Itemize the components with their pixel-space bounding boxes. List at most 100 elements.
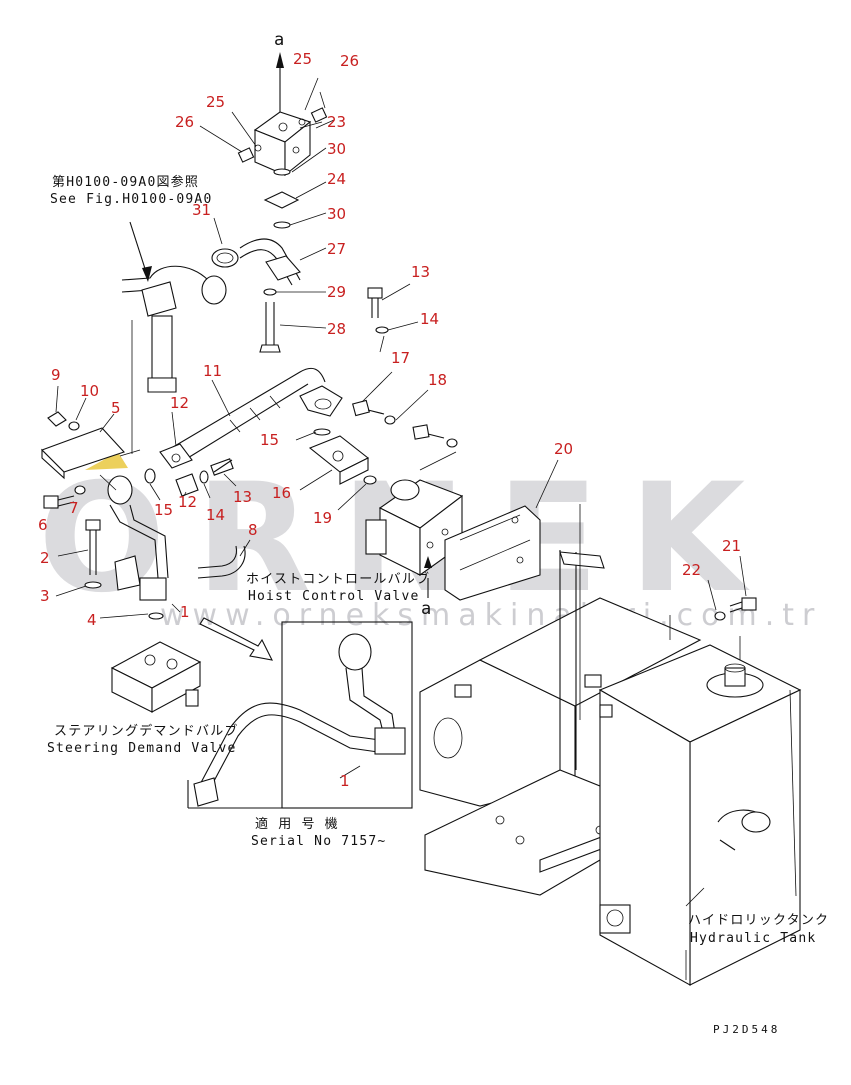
serial-label-jp: 適 用 号 機 <box>255 816 339 832</box>
callout-7: 7 <box>69 499 79 517</box>
arrow-a-top-label: a <box>274 30 285 50</box>
watermark-logo-mark <box>85 452 128 470</box>
callout-12-lower: 12 <box>178 493 197 511</box>
washer-14-upper <box>375 326 389 334</box>
serial-inset <box>187 621 413 809</box>
split-flange-12-lower <box>175 473 199 497</box>
washer-3 <box>84 581 102 589</box>
bolt-18 <box>412 424 458 448</box>
washer-29 <box>263 288 277 296</box>
hoist-label-en: Hoist Control Valve <box>248 589 420 604</box>
pipe-27 <box>239 238 301 286</box>
o-ring-30-lower <box>273 221 291 229</box>
callout-16: 16 <box>272 484 291 502</box>
arrow-a-bottom-head <box>424 556 432 568</box>
callout-20: 20 <box>554 440 573 458</box>
flange-24 <box>263 191 300 209</box>
hoist-label-jp: ホイストコントロールバルブ <box>246 571 430 587</box>
steering-demand-valve <box>110 641 202 713</box>
callout-17: 17 <box>391 349 410 367</box>
callout-22: 22 <box>682 561 701 579</box>
tank-label-jp: ハイドロリックタンク <box>688 913 829 928</box>
callout-14-lower: 14 <box>206 506 225 524</box>
nut-9 <box>47 411 67 427</box>
watermark-url: www.orneksmakinalari.com.tr <box>160 598 822 633</box>
steer-label-en: Steering Demand Valve <box>47 741 237 756</box>
callout-1-main: 1 <box>180 603 190 621</box>
inset-arrow <box>199 617 273 661</box>
callout-9: 9 <box>51 366 61 384</box>
bracket-20 <box>444 505 541 601</box>
ref-label-en: See Fig.H0100-09A0 <box>50 192 212 207</box>
leader-lines <box>55 119 797 980</box>
arrow-a-bottom-label: a <box>421 599 432 619</box>
callout-27: 27 <box>327 240 346 258</box>
hose-8 <box>197 545 246 579</box>
callout-14-upper: 14 <box>420 310 439 328</box>
drawing-code: PJ2D548 <box>713 1023 780 1036</box>
callout-15-left: 15 <box>154 501 173 519</box>
steer-label-jp: ステアリングデマンドバルブ <box>54 723 239 739</box>
callout-11: 11 <box>203 362 222 380</box>
callout-23: 23 <box>327 113 346 131</box>
callout-31: 31 <box>192 201 211 219</box>
callout-21: 21 <box>722 537 741 555</box>
callout-13-upper: 13 <box>411 263 430 281</box>
hose-11 <box>167 367 343 465</box>
callout-2: 2 <box>40 549 50 567</box>
callout-29: 29 <box>327 283 346 301</box>
text-labels: 第H0100-09A0図参照 See Fig.H0100-09A0 ホイストコン… <box>47 30 829 1036</box>
callout-26-left: 26 <box>175 113 194 131</box>
washer-22 <box>714 611 726 621</box>
callout-6: 6 <box>38 516 48 534</box>
callout-15-right: 15 <box>260 431 279 449</box>
o-ring-19 <box>363 475 377 485</box>
callout-30-lower: 30 <box>327 205 346 223</box>
bolt-28 <box>259 302 281 353</box>
callout-10: 10 <box>80 382 99 400</box>
top-manifold-block <box>253 111 312 177</box>
callout-12-upper: 12 <box>170 394 189 412</box>
bolt-13-upper <box>367 287 383 318</box>
bracket-5 <box>41 427 125 480</box>
o-ring-15-right <box>313 428 331 436</box>
o-ring-4 <box>148 612 164 620</box>
bolt-21 <box>729 597 757 613</box>
tank-label-en: Hydraulic Tank <box>690 931 816 946</box>
arrow-a-top-head <box>276 52 284 68</box>
washer-14-lower <box>199 470 209 484</box>
bolt-13-lower <box>210 458 234 476</box>
split-flange-12-upper <box>159 443 193 469</box>
fitting-25-26-left <box>237 144 262 163</box>
callout-25-left: 25 <box>206 93 225 111</box>
pipe-left-reference <box>121 265 227 393</box>
callout-8: 8 <box>248 521 258 539</box>
callout-19: 19 <box>313 509 332 527</box>
callout-26-top: 26 <box>340 52 359 70</box>
o-ring-15-left <box>144 468 156 484</box>
washer-7 <box>74 485 86 495</box>
callout-1-inset: 1 <box>340 772 350 790</box>
clamp-31 <box>211 248 239 268</box>
callout-3: 3 <box>40 587 50 605</box>
callout-24: 24 <box>327 170 346 188</box>
callout-28: 28 <box>327 320 346 338</box>
callout-4: 4 <box>87 611 97 629</box>
fitting-25-26-right <box>298 107 328 126</box>
callout-30-upper: 30 <box>327 140 346 158</box>
pipe-1-upper <box>107 475 169 601</box>
callout-25-top: 25 <box>293 50 312 68</box>
callout-5: 5 <box>111 399 121 417</box>
callout-13-lower: 13 <box>233 488 252 506</box>
hydraulic-tank <box>598 615 802 986</box>
bolt-2 <box>85 519 101 575</box>
serial-label-en: Serial No 7157~ <box>251 834 386 849</box>
callout-numbers: 25 26 25 26 23 30 24 30 31 27 29 28 13 1… <box>38 50 741 790</box>
hoist-control-valve <box>365 479 464 577</box>
o-ring-30-upper <box>273 168 291 176</box>
flange-16 <box>308 435 370 485</box>
bolt-6 <box>43 495 75 509</box>
washer-10 <box>68 421 80 431</box>
